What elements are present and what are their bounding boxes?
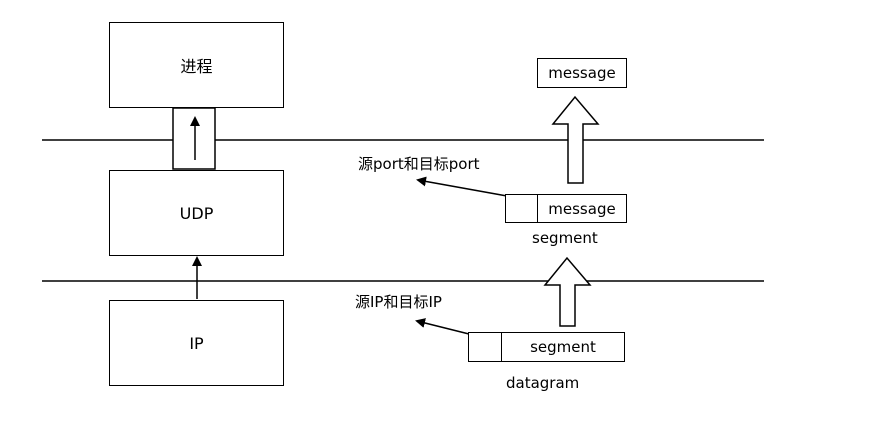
udp-layer-label: UDP	[179, 203, 214, 223]
datagram-header-box	[468, 332, 503, 362]
datagram-payload-label: segment	[530, 338, 596, 356]
port-annotation-arrow	[416, 176, 508, 197]
datagram-caption: datagram	[506, 374, 580, 392]
top-message-label: message	[548, 64, 616, 82]
port-annotation-text: 源port和目标port	[358, 155, 480, 173]
ip-layer-label: IP	[189, 333, 204, 353]
segment-caption: segment	[532, 229, 598, 247]
process-udp-connector-box	[172, 107, 216, 170]
udp-layer-box: UDP	[109, 170, 284, 256]
upward-block-arrow-bottom	[543, 256, 592, 327]
process-layer-box: 进程	[109, 22, 284, 108]
segment-payload-box: message	[537, 194, 627, 223]
ip-annotation-text: 源IP和目标IP	[355, 293, 442, 311]
top-message-box: message	[537, 58, 627, 88]
process-layer-label: 进程	[180, 57, 213, 76]
segment-payload-label: message	[548, 199, 616, 218]
segment-header-box	[505, 194, 539, 223]
ip-layer-box: IP	[109, 300, 284, 386]
upward-block-arrow-top	[551, 95, 600, 184]
datagram-payload-box: segment	[501, 332, 625, 362]
